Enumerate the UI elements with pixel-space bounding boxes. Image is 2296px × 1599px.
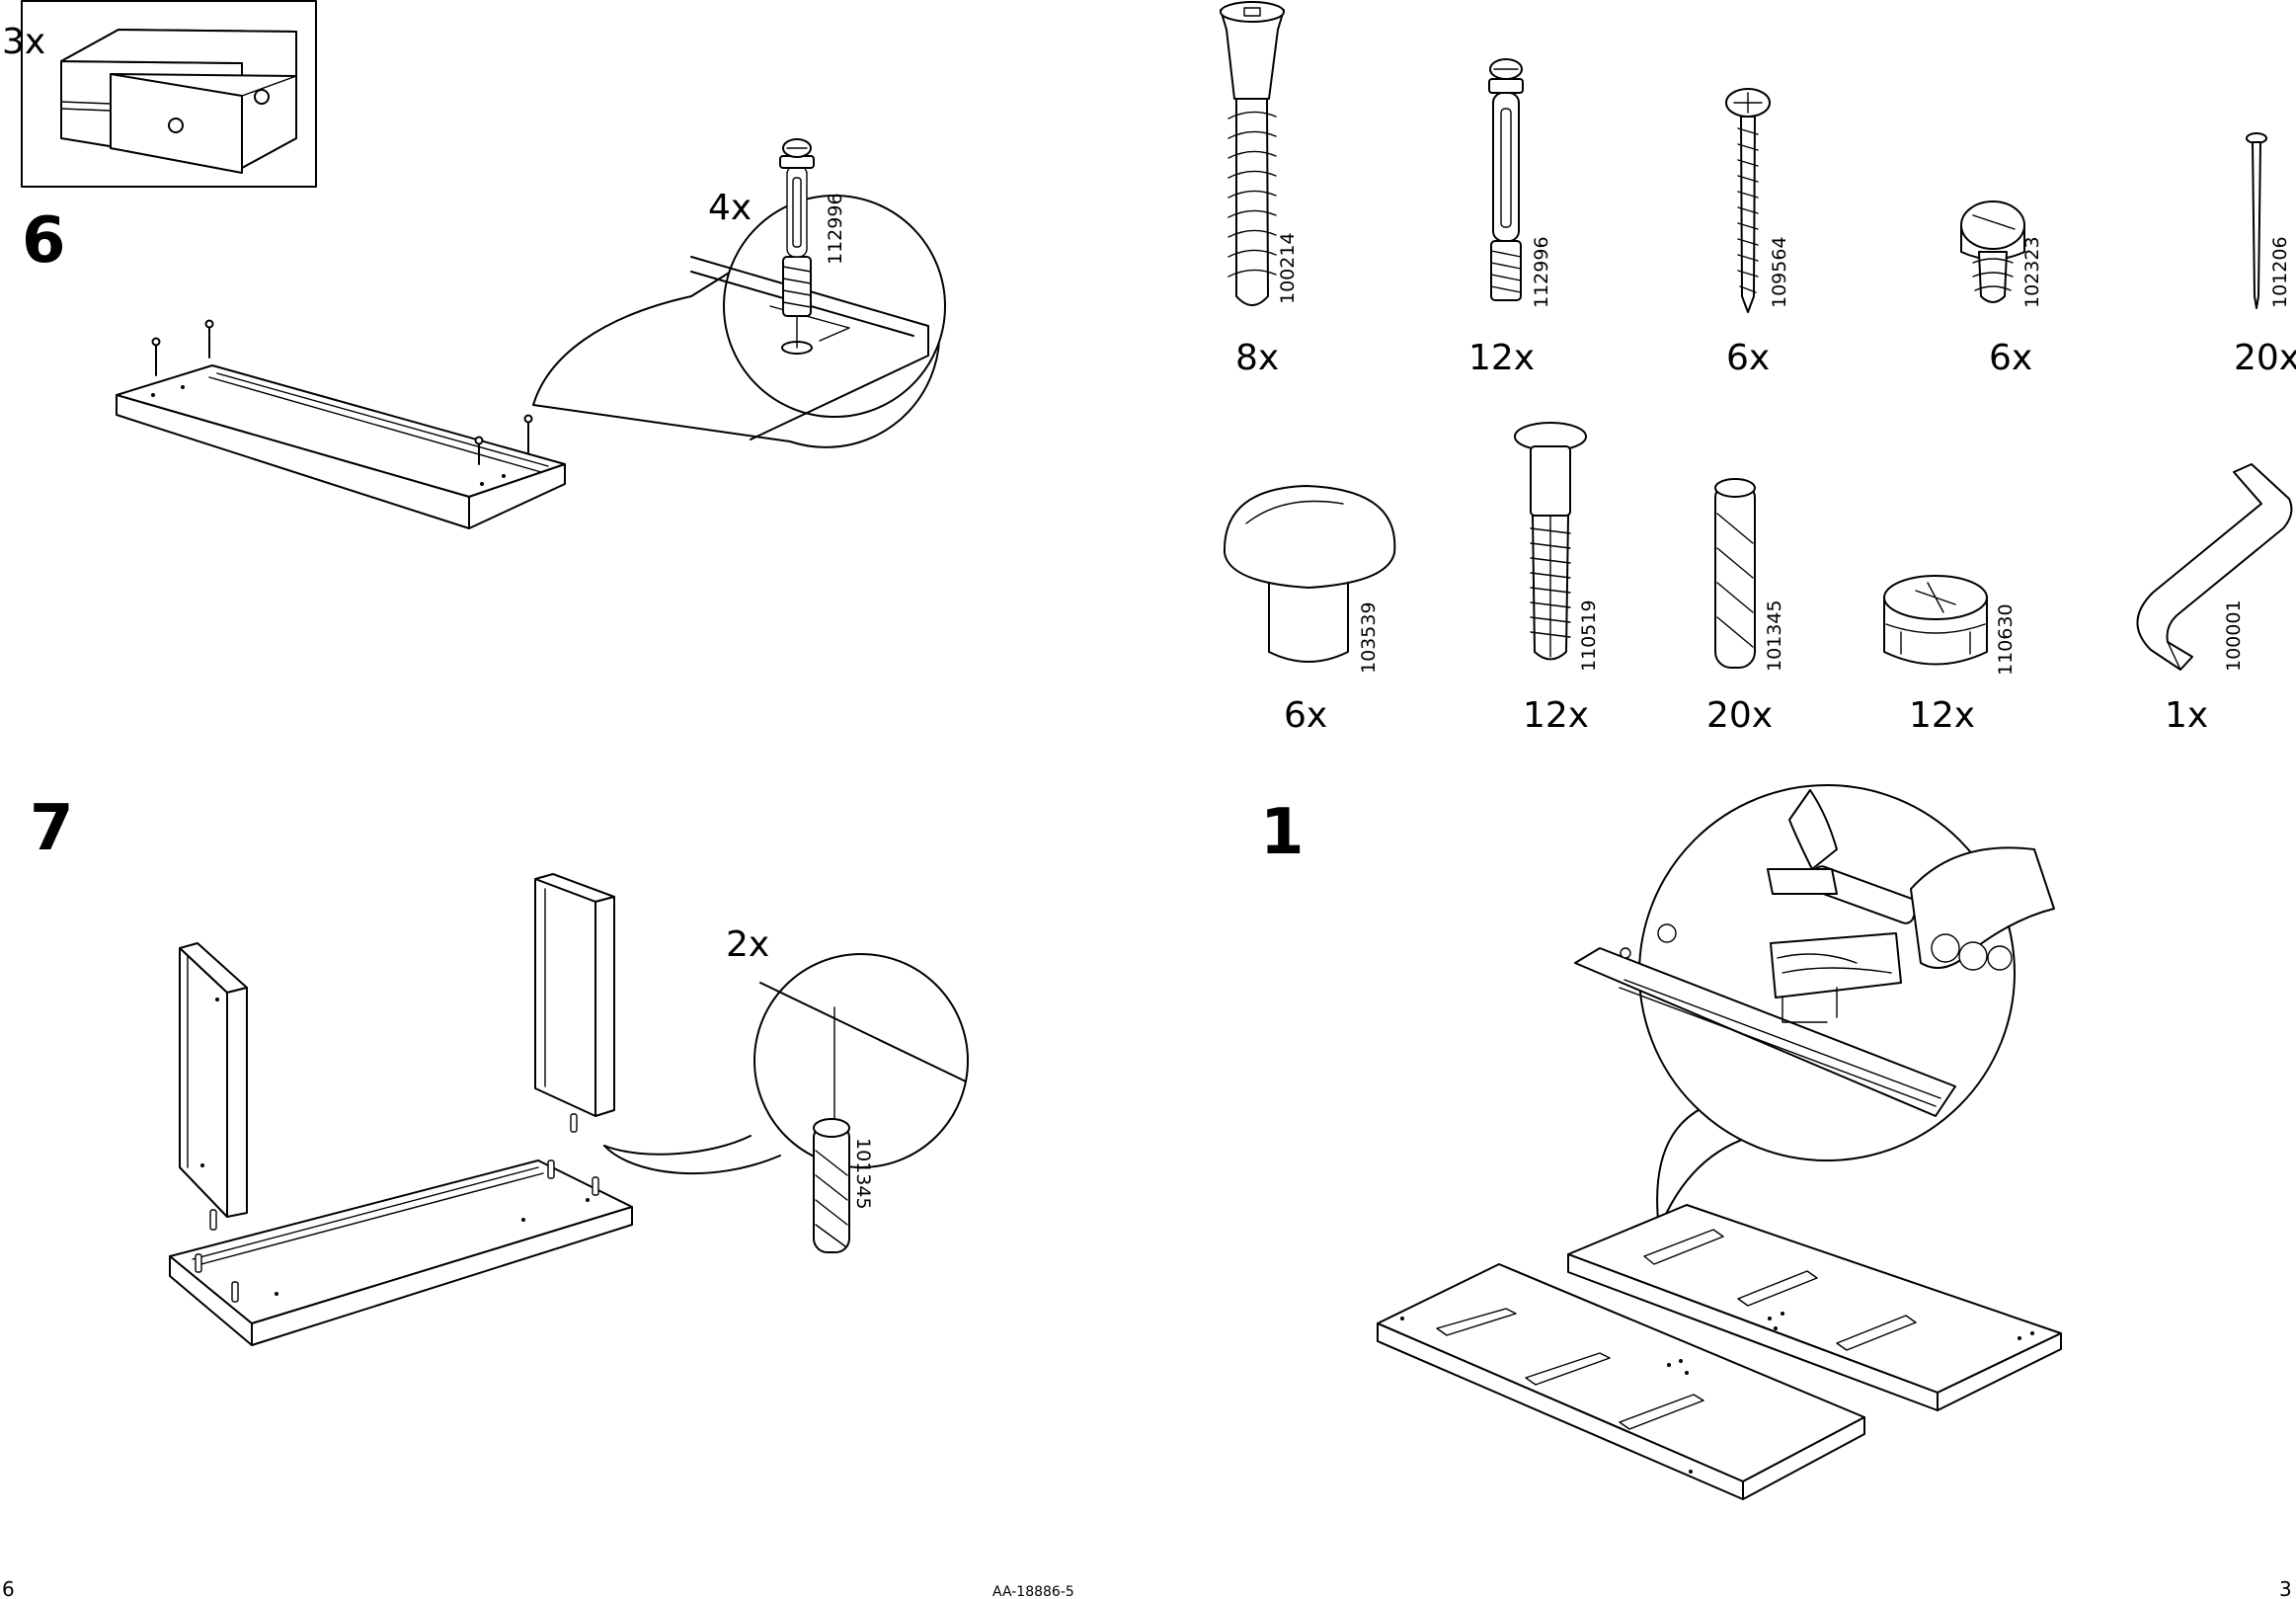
part-code: 110519 [1578, 600, 1600, 672]
long-screw-icon [1220, 1, 1285, 306]
part-100001: 100001 1x [2136, 463, 2293, 736]
part-code: 100001 [2223, 600, 2245, 672]
part-103539: 103539 6x [1223, 485, 1396, 736]
part-100214: 100214 8x [1220, 1, 1299, 378]
part-quantity: 1x [2165, 695, 2208, 736]
cam-bolt-icon [779, 138, 815, 317]
part-code: 100214 [1277, 232, 1299, 304]
step-6-cam-bolts [151, 319, 533, 465]
cam-bolt-icon [1488, 58, 1524, 301]
step-6-number: 6 [22, 204, 66, 278]
step-1-callout [1574, 784, 2055, 1231]
footer: 6 AA-18886-5 3 [2, 1577, 2292, 1599]
wood-dowel-icon [813, 1118, 850, 1253]
part-code: 102323 [2021, 236, 2043, 308]
allen-key-icon [2136, 463, 2293, 671]
part-quantity: 6x [1726, 338, 1770, 378]
nail-icon [2246, 132, 2267, 309]
cam-connector-icon [1770, 932, 1902, 1023]
part-code: 103539 [1358, 601, 1380, 674]
step-1-left-panel [1377, 1263, 1865, 1500]
cam-lock-icon [1883, 575, 1988, 666]
step-7-callout-part: 101345 [852, 1138, 874, 1210]
step-6-panel [116, 364, 566, 529]
left-page-number: 6 [2, 1577, 15, 1599]
part-code: 109564 [1769, 236, 1790, 308]
document-code: AA-18886-5 [992, 1584, 1074, 1599]
right-page-number: 3 [2279, 1577, 2292, 1599]
step-6-callout: 4x 112996 [532, 138, 946, 448]
part-code: 110630 [1995, 603, 2017, 676]
step-6: 6 [22, 138, 946, 529]
knob-icon [1223, 485, 1396, 663]
hammer-icon [1767, 789, 1919, 924]
part-quantity: 12x [1909, 695, 1975, 736]
drawer-inset: 3x [2, 0, 317, 188]
step-7-base-panel [169, 1159, 633, 1346]
parts-list: 100214 8x 112996 12x [1220, 1, 2296, 736]
step-1-right-panel [1567, 1204, 2062, 1411]
part-quantity: 8x [1235, 338, 1279, 378]
hand-icon [1910, 846, 2055, 971]
step-1-number: 1 [1260, 796, 1305, 869]
step-6-callout-part: 112996 [825, 193, 846, 265]
step-7: 7 [30, 792, 969, 1346]
part-102323: 102323 6x [1960, 200, 2043, 378]
step-7-callout: 2x 101345 [603, 924, 969, 1253]
part-quantity: 20x [2234, 338, 2296, 378]
part-101206: 101206 20x [2234, 132, 2296, 378]
part-code: 101345 [1764, 600, 1785, 672]
part-code: 112996 [1531, 236, 1552, 308]
step-6-callout-qty: 4x [708, 188, 752, 228]
step-7-right-side-panel [534, 873, 615, 1133]
part-110630: 110630 12x [1883, 575, 2017, 736]
step-7-callout-qty: 2x [726, 924, 769, 965]
short-screw-icon [1960, 200, 2025, 303]
part-quantity: 20x [1706, 695, 1773, 736]
part-110519: 110519 12x [1514, 422, 1600, 736]
step-1: 1 [1260, 784, 2062, 1500]
part-109564: 109564 6x [1725, 88, 1790, 378]
step-7-left-side-panel [179, 942, 248, 1231]
part-quantity: 12x [1523, 695, 1589, 736]
wood-screw-icon [1725, 88, 1771, 313]
part-101345: 101345 20x [1706, 478, 1785, 736]
step-7-number: 7 [30, 792, 74, 865]
wood-dowel-icon [1714, 478, 1756, 669]
part-code: 101206 [2269, 236, 2291, 308]
drawer-icon [60, 29, 297, 174]
inset-frame [21, 0, 317, 188]
part-quantity: 12x [1468, 338, 1535, 378]
part-quantity: 6x [1989, 338, 2032, 378]
part-quantity: 6x [1284, 695, 1327, 736]
drawer-quantity: 3x [2, 22, 45, 62]
plastic-anchor-icon [1514, 422, 1587, 661]
part-112996: 112996 12x [1468, 58, 1552, 378]
